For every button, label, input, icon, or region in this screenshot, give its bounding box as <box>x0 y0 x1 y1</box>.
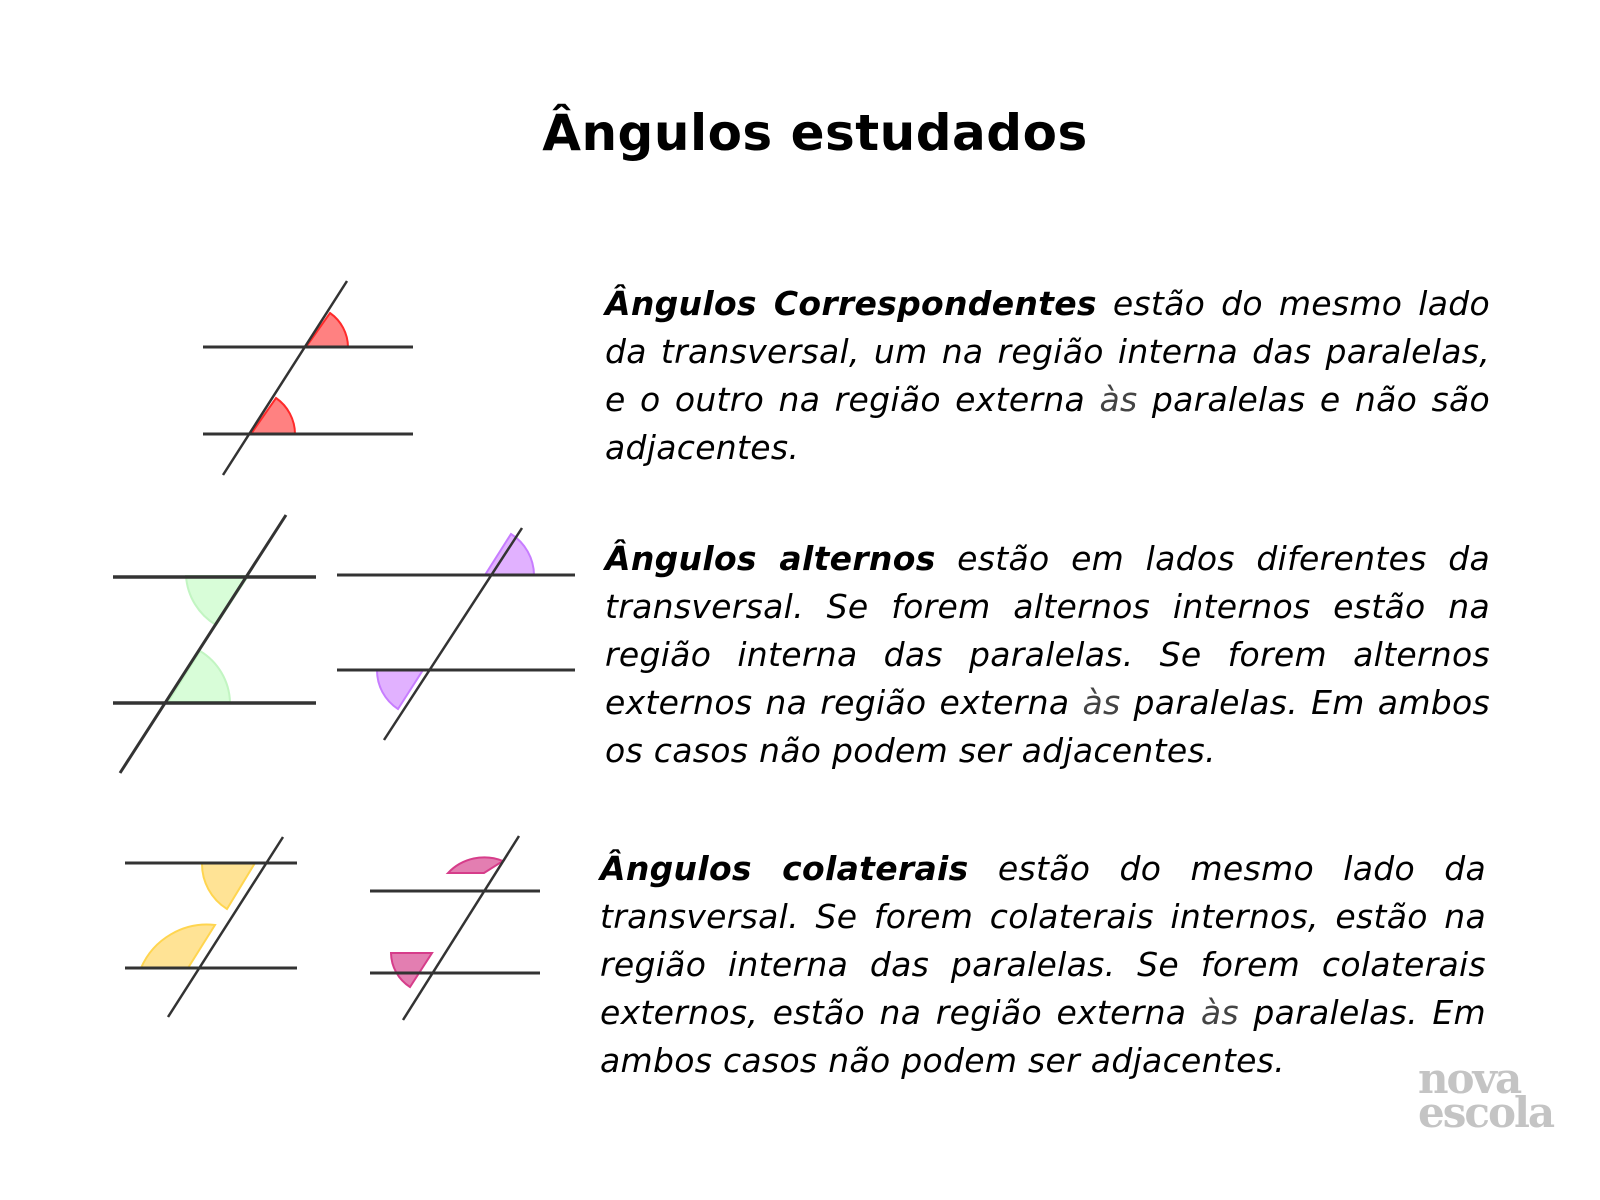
word-as: às <box>1082 683 1121 722</box>
text: paralelas e não são adjacentes. <box>605 380 1490 467</box>
text: paralelas. Em ambos os casos não podem s… <box>605 683 1491 770</box>
alternate-interior-angles-diagram <box>113 514 316 774</box>
text: paralelas. Em ambos casos não podem ser … <box>600 993 1486 1080</box>
logo-line2: escola <box>1418 1088 1555 1137</box>
logo-line1: nova <box>1418 1054 1522 1103</box>
consecutive-interior-angles-diagram <box>125 836 297 1018</box>
term-alternos: Ângulos alternos <box>605 539 936 578</box>
corresponding-angles-description: Ângulos Correspondentes estão do mesmo l… <box>605 280 1490 472</box>
nova-escola-logo: nova escola <box>1418 1054 1555 1137</box>
consecutive-exterior-angles-diagram <box>370 835 540 1021</box>
corresponding-angles-diagram <box>203 280 413 476</box>
text: estão do mesmo lado da transversal, um n… <box>605 284 1490 419</box>
consecutive-angles-description: Ângulos colaterais estão do mesmo lado d… <box>600 845 1486 1085</box>
term-correspondentes: Ângulos Correspondentes <box>605 284 1097 323</box>
alternate-angles-description: Ângulos alternos estão em lados diferent… <box>605 535 1490 775</box>
term-colaterais: Ângulos colaterais <box>600 849 969 888</box>
page-title: Ângulos estudados <box>542 104 1088 162</box>
word-as: às <box>1099 380 1138 419</box>
text: estão em lados diferentes da transversal… <box>605 539 1490 722</box>
word-as: às <box>1200 993 1239 1032</box>
text: estão do mesmo lado da transversal. Se f… <box>600 849 1486 1032</box>
alternate-exterior-angles-diagram <box>337 527 575 741</box>
